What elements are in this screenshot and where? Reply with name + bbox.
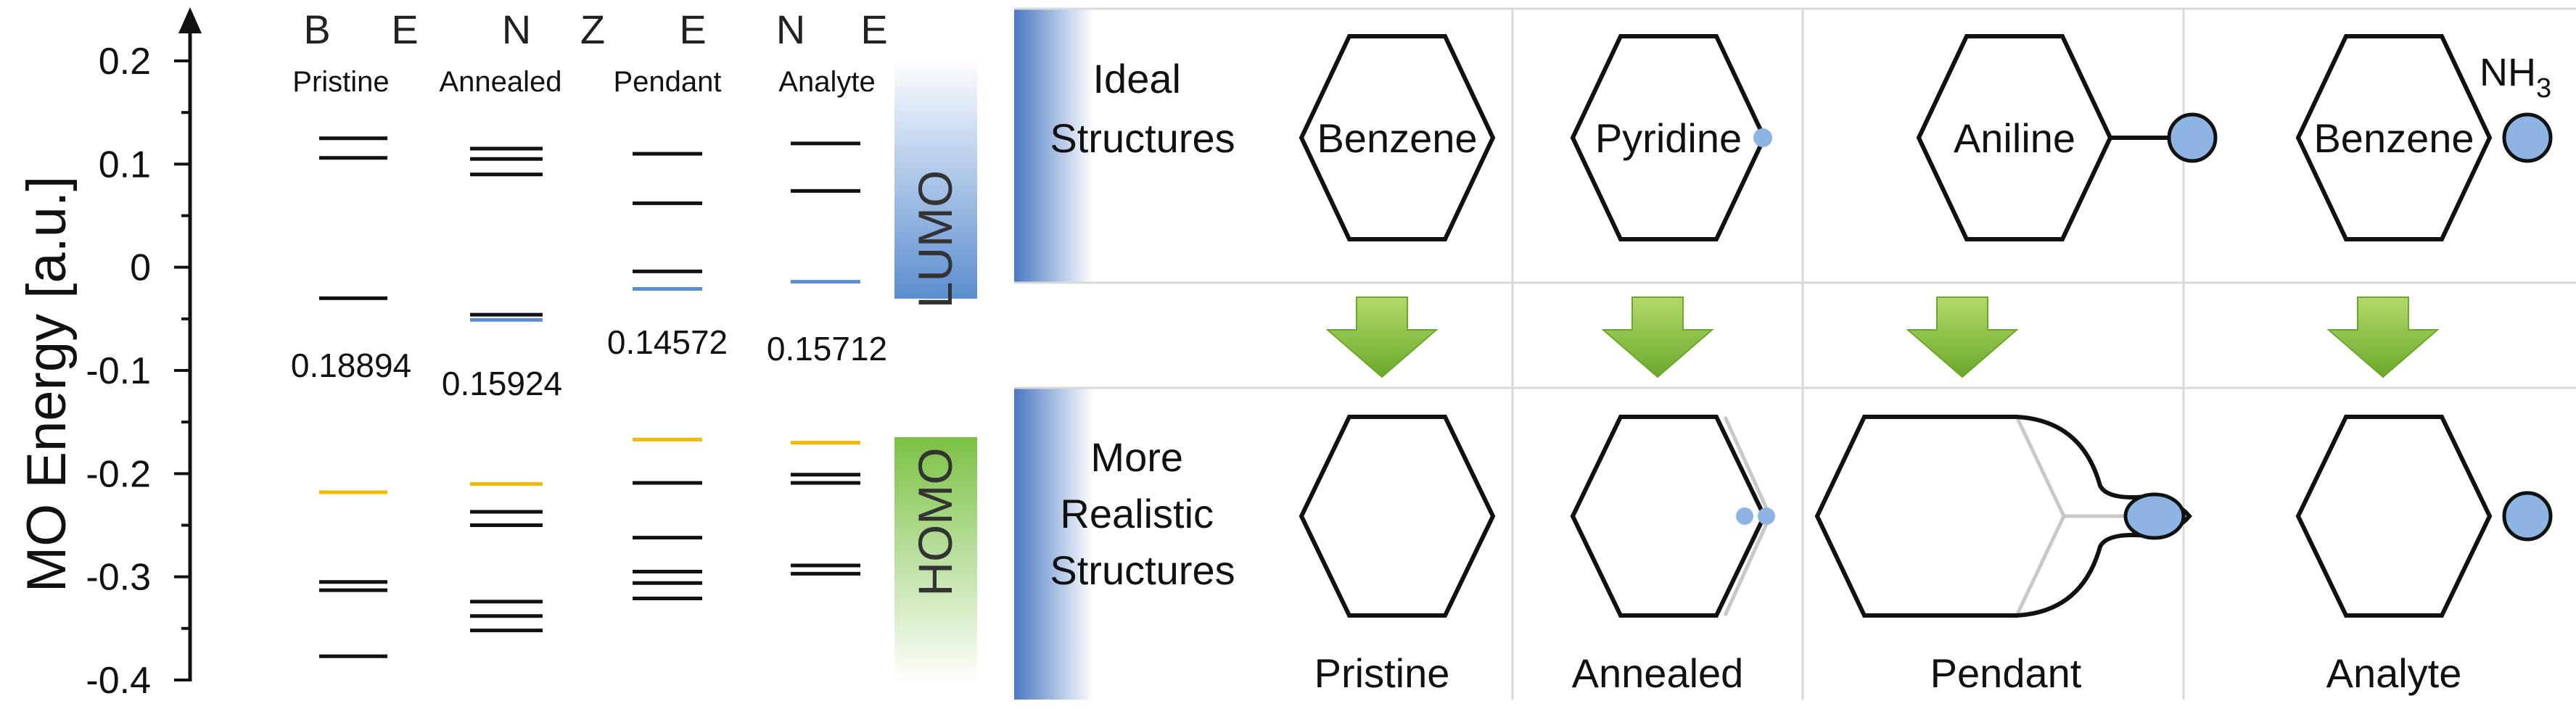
down-arrow-icon — [1906, 297, 2019, 378]
energy-levels — [319, 136, 860, 658]
ideal-structures-label: Ideal Structures — [1050, 56, 1235, 161]
hexagon — [2295, 34, 2493, 241]
bottom-label-pendant: Pendant — [1930, 650, 2082, 696]
column-label: Annealed — [439, 66, 561, 98]
ideal-row-edge — [1014, 9, 1094, 283]
realistic-row — [1299, 415, 2493, 618]
y-tick-label: -0.1 — [86, 350, 151, 392]
column-label: Pendant — [613, 66, 721, 98]
annealed-atom-1 — [1736, 507, 1753, 525]
y-tick-label: 0.1 — [99, 144, 151, 186]
title-letter: E — [391, 7, 418, 52]
molecule-label: Pyridine — [1595, 115, 1742, 161]
grid-lines — [1014, 7, 2576, 700]
lumo-label: LUMO — [908, 170, 962, 309]
annealed-atom-2 — [1758, 507, 1775, 525]
gap-values: 0.18894 0.15924 0.14572 0.15712 — [291, 323, 887, 402]
bottom-label-analyte: Analyte — [2326, 650, 2462, 696]
gap-value: 0.14572 — [607, 323, 728, 361]
title-letter: N — [502, 7, 531, 52]
molecule-label: Aniline — [1954, 115, 2075, 161]
y-tick-label: -0.4 — [86, 660, 151, 702]
title-letter: E — [860, 7, 887, 52]
molecule-label: Benzene — [1317, 115, 1477, 161]
bottom-label-annealed: Annealed — [1572, 650, 1744, 696]
pendant-nh2-atom — [2123, 492, 2186, 540]
y-axis-arrow-icon — [178, 7, 202, 33]
aniline-nh2-atom — [2167, 112, 2218, 163]
homo-label: HOMO — [908, 447, 962, 596]
hexagon — [1299, 415, 1496, 618]
y-tick-label: 0.2 — [99, 41, 151, 83]
ideal-row: Benzene Pyridine Aniline Benzene — [1299, 34, 2493, 241]
title-letter: Z — [580, 7, 605, 52]
nh3-label: NH3 — [2480, 51, 2551, 104]
y-axis-label: MO Energy [a.u.] — [16, 176, 78, 592]
title-letter: E — [679, 7, 706, 52]
realistic-structures-label: More Realistic Structures — [1050, 434, 1235, 593]
column-labels: Pristine Annealed Pendant Analyte — [292, 66, 875, 98]
analyte-nh3-atom — [2502, 491, 2553, 542]
homo-box — [894, 437, 977, 684]
pendant-outline — [1814, 415, 2192, 618]
transition-arrows — [1325, 297, 2440, 378]
down-arrow-icon — [2326, 297, 2440, 378]
hexagon — [2295, 415, 2493, 618]
bottom-label-pristine: Pristine — [1314, 650, 1450, 696]
molecule-label: Benzene — [2313, 115, 2474, 161]
y-axis-tick-labels: 0.2 0.1 0 -0.1 -0.2 -0.3 -0.4 — [86, 41, 151, 702]
hexagon — [1916, 34, 2113, 241]
y-tick-label: -0.3 — [86, 557, 151, 599]
down-arrow-icon — [1325, 297, 1439, 378]
y-tick-label: 0 — [130, 247, 151, 289]
realistic-row-edge — [1014, 388, 1094, 700]
y-tick-label: -0.2 — [86, 453, 151, 495]
hexagon — [1299, 34, 1496, 241]
pendant-gray-bonds — [2015, 415, 2126, 617]
column-label: Pristine — [292, 66, 389, 98]
column-label: Analyte — [778, 66, 875, 98]
down-arrow-icon — [1601, 297, 1714, 378]
title-letter: N — [776, 7, 805, 52]
hexagon — [1570, 415, 1767, 618]
nh3-atom — [2502, 112, 2553, 163]
gap-value: 0.18894 — [291, 347, 411, 384]
title-letter: B — [303, 7, 330, 52]
gap-value: 0.15924 — [442, 365, 562, 402]
energy-panel: MO Energy [a.u.] 0.2 0.1 0 -0.1 -0.2 -0.3 -0.4… — [16, 7, 977, 702]
gap-value: 0.15712 — [767, 330, 887, 368]
pyridine-nitrogen-atom — [1753, 128, 1772, 147]
lumo-box — [894, 58, 977, 299]
structure-panel: Ideal Structures More Realistic Structur… — [1014, 7, 2576, 700]
y-axis-ticks — [174, 59, 190, 681]
